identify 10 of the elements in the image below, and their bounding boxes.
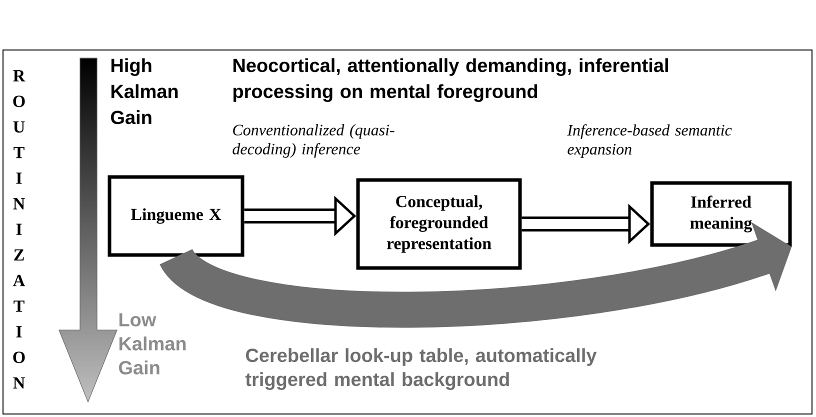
vertical-label: ROUTINIZATION [13,70,26,388]
gain-label: High Kalman Gain [111,58,178,124]
edge-label: Inference-based semantic expansion [567,124,732,158]
process-box: Inferred meaning [650,181,792,247]
process-box: Lingueme X [108,175,244,257]
process-box: Conceptual, foregrounded representation [356,178,522,270]
gain-label: Low Kalman Gain [119,313,186,374]
edge-label: Conventionalized (quasi-decoding) inference [232,124,394,158]
edge-label: Cerebellar look-up table, automatically triggered mental background [245,348,597,390]
heading: Neocortical, attentionally demanding, inferential processing on mental foreground [233,58,668,102]
